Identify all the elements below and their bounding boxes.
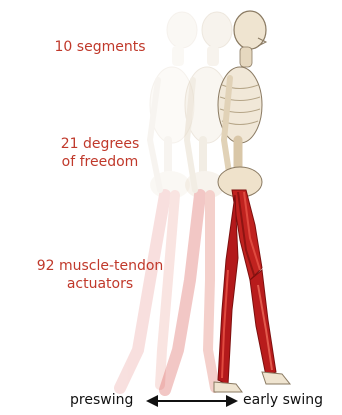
- label-dof-line1: 21 degrees: [30, 135, 170, 153]
- label-actuators-line2: actuators: [2, 275, 198, 293]
- label-degrees-of-freedom: 21 degrees of freedom: [30, 135, 170, 171]
- front-shank-muscles: [250, 270, 276, 376]
- skull: [234, 11, 266, 49]
- label-dof-line2: of freedom: [30, 153, 170, 171]
- skeleton-main-early-swing: [214, 11, 290, 392]
- label-segments-text: 10 segments: [20, 38, 180, 56]
- caption-early-swing: early swing: [243, 392, 323, 408]
- double-arrow: [146, 395, 238, 407]
- label-segments: 10 segments: [20, 38, 180, 56]
- label-actuators-line1: 92 muscle-tendon: [2, 257, 198, 275]
- back-foot: [214, 382, 242, 392]
- front-foot: [262, 372, 290, 384]
- label-actuators: 92 muscle-tendon actuators: [2, 257, 198, 293]
- back-leg-muscles: [218, 195, 238, 385]
- caption-preswing: preswing: [70, 392, 133, 408]
